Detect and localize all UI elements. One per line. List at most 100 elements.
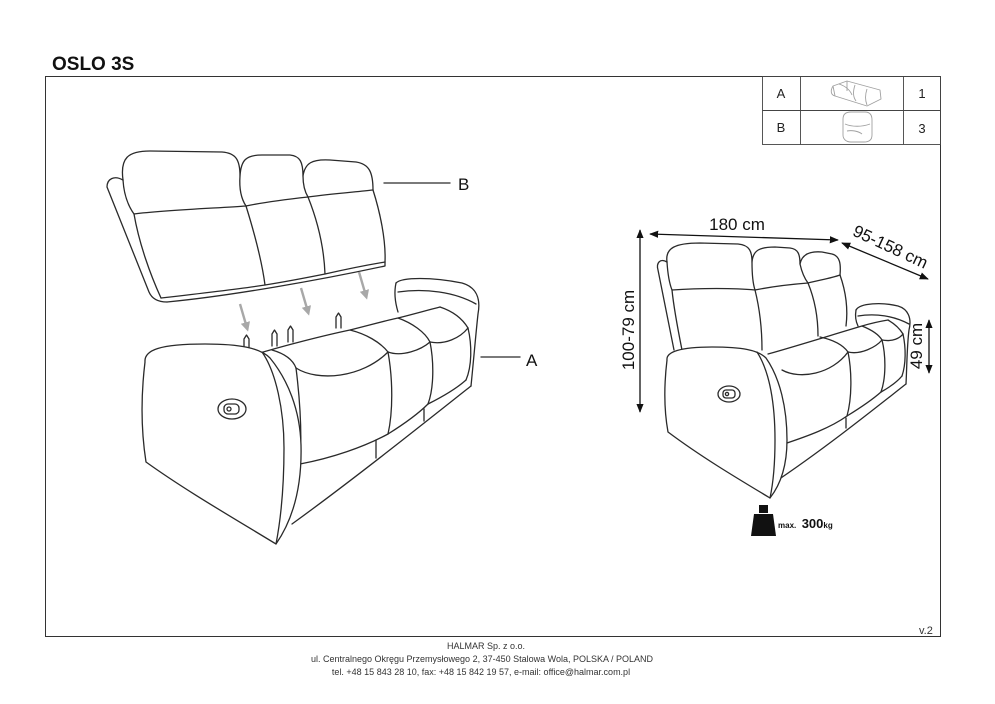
footer: HALMAR Sp. z o.o. ul. Centralnego Okręgu…: [311, 641, 654, 677]
callout-a-label: A: [526, 351, 538, 370]
down-arrow-icon: [238, 303, 250, 332]
depth-arrow: [841, 242, 929, 280]
seat-cushion-edge: [887, 319, 904, 335]
back-cushion-divider: [754, 289, 763, 351]
mounting-bracket: [271, 329, 278, 347]
right-armrest-side: [854, 309, 859, 327]
assembly-arrows: [238, 271, 369, 332]
right-armrest-side: [394, 282, 399, 313]
max-load-prefix: max.: [778, 521, 796, 530]
seat-cushion-bottom: [299, 433, 389, 465]
headrest-divider: [302, 175, 309, 198]
backrest-right-edge: [839, 274, 848, 327]
seat-cushion-divider: [819, 336, 849, 353]
backrest-side-frame: [656, 259, 675, 351]
version-label: v.2: [919, 625, 933, 637]
footer-contact: tel. +48 15 843 28 10, fax: +48 15 842 1…: [332, 667, 630, 677]
seat-cushion-edge: [271, 349, 297, 369]
seat-cushion-divider: [349, 329, 389, 353]
max-load: max. 300kg: [751, 505, 833, 536]
parts-table: A 1 B 3: [762, 76, 941, 145]
right-armrest: [395, 277, 480, 387]
height-label: 100-79 cm: [619, 290, 638, 370]
headrest-top-outline: [666, 242, 841, 276]
footer-address: ul. Centralnego Okręgu Przemysłowego 2, …: [311, 654, 654, 664]
max-load-value: 300: [802, 516, 824, 531]
seat-cushion-divider: [397, 317, 431, 343]
right-armrest: [855, 303, 911, 385]
mounting-bracket: [243, 334, 250, 353]
left-armrest-panel: [664, 346, 788, 499]
seat-cushion-front-face: [901, 333, 906, 377]
back-cushion-divider: [245, 205, 266, 286]
base-a-drawing: [141, 277, 480, 545]
mounting-bracket: [335, 312, 342, 329]
seat-cushion-front-top: [387, 341, 431, 355]
base-bottom-edge: [291, 385, 472, 525]
seat-cushion-bottom: [846, 391, 882, 417]
footer-company: HALMAR Sp. z o.o.: [447, 641, 525, 651]
backrest-right-edge: [372, 189, 386, 263]
drawing-frame: [45, 76, 941, 637]
backrest-base-strip: [166, 261, 386, 303]
headrest-top-outline: [121, 150, 374, 191]
left-armrest-panel: [141, 343, 302, 545]
seat-cushion-front-top: [429, 327, 469, 344]
backrest-left-edge: [122, 179, 162, 299]
seat-cushion-front-top: [295, 351, 389, 377]
part-b-quantity: 3: [918, 121, 925, 136]
headrest-divider: [799, 263, 809, 284]
dimension-depth: 95-158 cm: [841, 221, 931, 280]
dimension-width: 180 cm: [649, 215, 839, 244]
recliner-handle-icon: [717, 385, 741, 403]
dimension-seat-height: 49 cm: [907, 319, 933, 374]
seat-cushion-bottom: [387, 403, 429, 435]
seat-cushion-front-face: [387, 351, 393, 435]
back-cushion-divider: [807, 282, 819, 337]
assembled-sofa-drawing: [656, 242, 911, 499]
part-a-letter: A: [777, 86, 786, 101]
seat-cushion-front-face: [427, 341, 434, 405]
base-bottom-edge: [771, 383, 907, 485]
backrest-bottom-edge: [160, 261, 386, 299]
max-load-unit: kg: [823, 521, 832, 530]
dimension-height: 100-79 cm: [619, 229, 644, 413]
right-armrest-roll: [397, 289, 477, 305]
down-arrow-icon: [299, 287, 311, 316]
left-armrest-side-line: [261, 351, 285, 545]
backrest-left-edge: [666, 261, 683, 351]
product-title: OSLO 3S: [52, 54, 134, 75]
seat-back-edge: [249, 306, 441, 357]
seat-cushion-front-top: [781, 351, 849, 376]
right-armrest-roll: [857, 314, 910, 325]
weight-icon: [751, 505, 776, 536]
width-label: 180 cm: [709, 215, 765, 234]
headrest-bottom-line: [133, 189, 374, 215]
seat-cushion-front-face: [880, 339, 886, 393]
headrest-divider: [751, 261, 756, 291]
down-arrow-icon: [357, 271, 369, 300]
back-cushion-divider: [307, 196, 326, 275]
part-b-letter: B: [777, 120, 786, 135]
width-arrow: [649, 230, 839, 244]
seat-cushion-bottom: [427, 379, 467, 405]
seat-cushion-front-face: [465, 327, 472, 381]
left-armrest-side-line: [756, 351, 776, 499]
seat-cushion-front-top: [847, 339, 883, 354]
backrest-b-drawing: [106, 150, 386, 303]
seat-cushion-bottom: [783, 415, 848, 445]
seat-cushion-edge: [439, 306, 469, 329]
seat-cushion-front-top: [881, 333, 904, 342]
max-load-text: max. 300kg: [778, 515, 833, 532]
headrest-divider: [239, 175, 247, 207]
recliner-handle-icon: [217, 398, 247, 420]
seat-cushion-bottom: [880, 375, 903, 393]
seat-cushion-front-face: [846, 351, 852, 417]
depth-label: 95-158 cm: [850, 221, 931, 272]
sofa-base-icon: [830, 80, 882, 107]
headrest-bottom-line: [671, 274, 841, 291]
backrest-side-frame: [106, 177, 168, 303]
part-a-quantity: 1: [918, 86, 925, 101]
mounting-bracket: [287, 325, 294, 343]
